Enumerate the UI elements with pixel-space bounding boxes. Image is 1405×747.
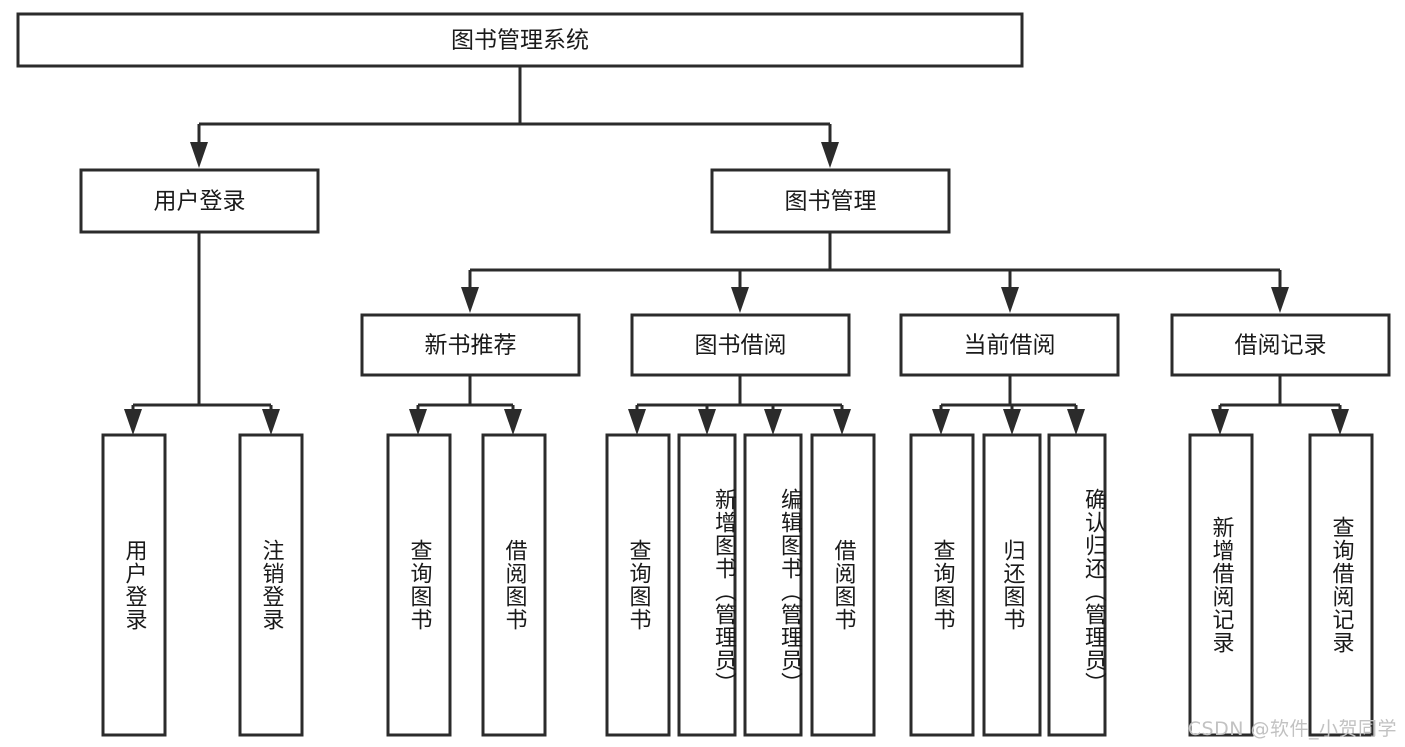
node-root-rect[interactable] [16, 12, 1024, 68]
leaf-node-11[interactable] [1188, 433, 1254, 737]
leaf-node-5[interactable] [677, 433, 737, 737]
arrow-head-icon [698, 409, 716, 435]
node-level2-1[interactable]: 图书管理 [710, 168, 951, 234]
arrow-head-icon [409, 409, 427, 435]
node-level3-3-label: 借阅记录 [1235, 333, 1327, 359]
connectors-layer [124, 66, 1349, 435]
leaf-node-10[interactable] [1047, 433, 1107, 737]
node-level3-0[interactable]: 新书推荐 [360, 313, 581, 377]
watermark-text: CSDN @软件_小贺同学 [1187, 718, 1397, 740]
leaf-node-1[interactable] [238, 433, 304, 737]
arrow-head-icon [1211, 409, 1229, 435]
leaf-node-3[interactable] [481, 433, 547, 737]
node-level3-1-label: 图书借阅 [695, 333, 787, 359]
arrow-head-icon [1067, 409, 1085, 435]
arrow-head-icon [124, 409, 142, 435]
arrow-head-icon [1003, 409, 1021, 435]
arrow-head-icon [833, 409, 851, 435]
arrow-head-icon [821, 142, 839, 168]
node-level3-1-rect[interactable] [630, 313, 851, 377]
node-level3-2-label: 当前借阅 [964, 333, 1056, 359]
arrow-head-icon [190, 142, 208, 168]
leaf-node-4[interactable] [605, 433, 671, 737]
leaf-node-2[interactable] [386, 433, 452, 737]
node-level3-0-rect[interactable] [360, 313, 581, 377]
node-level3-3-rect[interactable] [1170, 313, 1391, 377]
leaf-node-7[interactable] [810, 433, 876, 737]
node-root-label: 图书管理系统 [451, 28, 589, 54]
arrow-head-icon [1271, 287, 1289, 313]
node-level3-2-rect[interactable] [899, 313, 1120, 377]
arrow-head-icon [461, 287, 479, 313]
node-root[interactable]: 图书管理系统 [16, 12, 1024, 68]
leaf-node-8[interactable] [909, 433, 975, 737]
node-level3-0-label: 新书推荐 [425, 333, 517, 359]
arrow-head-icon [628, 409, 646, 435]
leaf-node-6[interactable] [743, 433, 803, 737]
arrow-head-icon [932, 409, 950, 435]
leaf-node-12[interactable] [1308, 433, 1374, 737]
arrow-head-icon [731, 287, 749, 313]
arrow-head-icon [1001, 287, 1019, 313]
node-level2-0-rect[interactable] [79, 168, 320, 234]
arrow-head-icon [764, 409, 782, 435]
leaf-node-9[interactable] [982, 433, 1042, 737]
arrow-head-icon [504, 409, 522, 435]
node-level3-1[interactable]: 图书借阅 [630, 313, 851, 377]
node-level2-1-rect[interactable] [710, 168, 951, 234]
node-level2-1-label: 图书管理 [785, 189, 877, 215]
node-level2-0-label: 用户登录 [154, 189, 246, 215]
node-level3-3[interactable]: 借阅记录 [1170, 313, 1391, 377]
arrow-head-icon [1331, 409, 1349, 435]
node-level3-2[interactable]: 当前借阅 [899, 313, 1120, 377]
arrow-head-icon [262, 409, 280, 435]
node-level2-0[interactable]: 用户登录 [79, 168, 320, 234]
leaf-node-0[interactable] [101, 433, 167, 737]
